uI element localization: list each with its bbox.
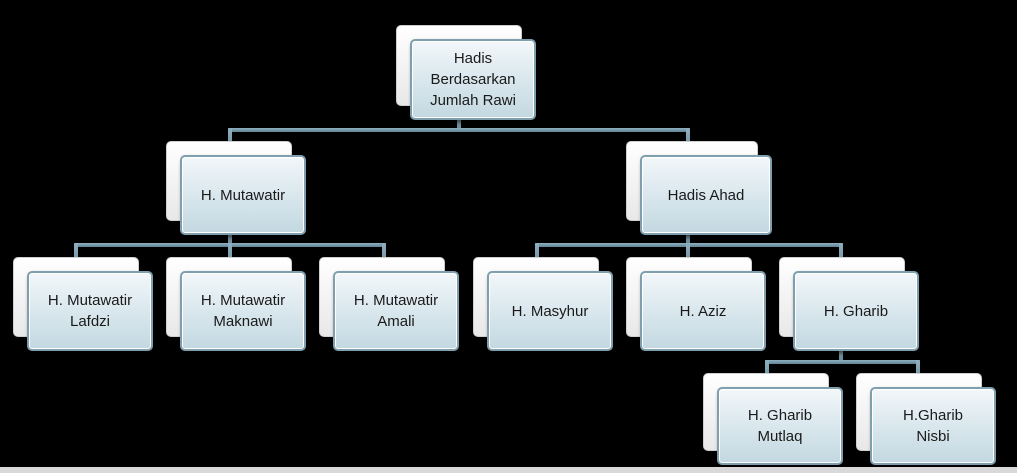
node-text-line: Berdasarkan [430, 71, 516, 88]
node-mutawatir-lafdzi-box: H. Mutawatir Lafdzi [27, 271, 153, 351]
node-text-line: H. Aziz [679, 302, 727, 320]
node-text-line: H. Gharib [823, 302, 889, 320]
connector-level1-bar [228, 128, 690, 132]
node-masyhur: H. Masyhur [473, 257, 613, 351]
node-gharib: H. Gharib [779, 257, 919, 351]
node-mutawatir-amali-box: H. Mutawatir Amali [333, 271, 459, 351]
node-text-line: H. Mutawatir [200, 292, 286, 309]
node-ahad-box: Hadis Ahad [640, 155, 772, 235]
node-text-line: Maknawi [213, 313, 273, 330]
node-ahad: Hadis Ahad [626, 141, 772, 235]
connector-root-down [457, 119, 461, 131]
node-root-box: Hadis Berdasarkan Jumlah Rawi [410, 39, 536, 120]
node-gharib-mutlaq-box: H. Gharib Mutlaq [717, 387, 843, 465]
node-mutawatir-amali: H. Mutawatir Amali [319, 257, 459, 351]
node-text-line: Hadis [453, 50, 493, 67]
node-gharib-nisbi-box: H.Gharib Nisbi [870, 387, 996, 465]
node-text-line: H. Mutawatir [47, 292, 133, 309]
node-aziz-box: H. Aziz [640, 271, 766, 351]
node-mutawatir-box: H. Mutawatir [180, 155, 306, 235]
node-text-line: Nisbi [916, 428, 950, 445]
node-text-line: Amali [377, 313, 415, 330]
node-mutawatir-maknawi: H. Mutawatir Maknawi [166, 257, 306, 351]
node-text-line: Mutlaq [757, 428, 803, 445]
node-text-line: Hadis Ahad [667, 186, 745, 204]
node-mutawatir-maknawi-box: H. Mutawatir Maknawi [180, 271, 306, 351]
node-text-line: H. Mutawatir [200, 186, 286, 204]
bottom-divider [0, 467, 1017, 473]
node-text-line: Lafdzi [69, 313, 111, 330]
node-text-line: H. Mutawatir [353, 292, 439, 309]
connector-mutawatir-down [228, 234, 232, 246]
connector-ahad-down [686, 234, 690, 246]
node-root: Hadis Berdasarkan Jumlah Rawi [396, 25, 536, 120]
node-text-line: Jumlah Rawi [430, 92, 516, 109]
connector-gharib-down [839, 350, 843, 362]
node-mutawatir: H. Mutawatir [166, 141, 306, 235]
node-gharib-mutlaq: H. Gharib Mutlaq [703, 373, 843, 465]
node-text-line: H.Gharib [902, 407, 964, 424]
node-gharib-nisbi: H.Gharib Nisbi [856, 373, 996, 465]
node-aziz: H. Aziz [626, 257, 766, 351]
node-gharib-box: H. Gharib [793, 271, 919, 351]
node-masyhur-box: H. Masyhur [487, 271, 613, 351]
node-text-line: H. Gharib [747, 407, 813, 424]
node-text-line: H. Masyhur [511, 302, 589, 320]
node-mutawatir-lafdzi: H. Mutawatir Lafdzi [13, 257, 153, 351]
connector-gharib-bar [765, 360, 920, 364]
